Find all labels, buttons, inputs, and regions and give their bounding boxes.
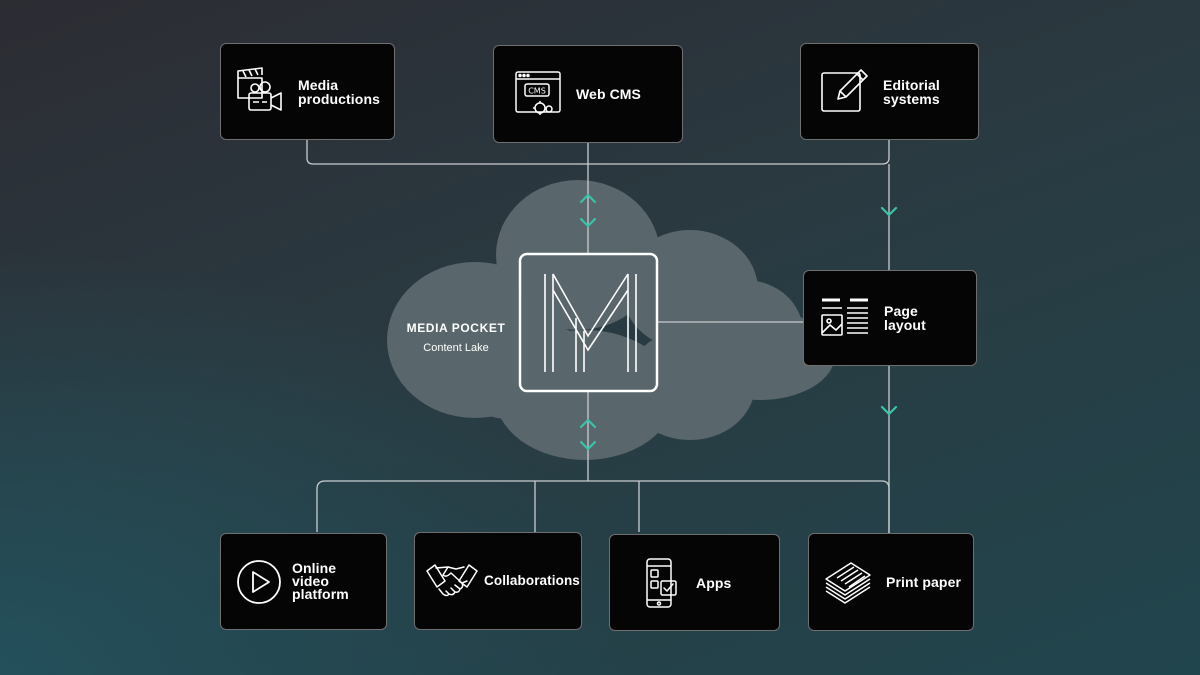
m-monogram-icon	[544, 273, 637, 372]
pencil-edit-icon	[818, 67, 868, 117]
arrow-down-bottom	[579, 440, 597, 451]
card-page-layout[interactable]: Page layout	[803, 270, 977, 366]
handshake-icon	[426, 559, 478, 603]
hub-subtitle: Content Lake	[423, 342, 489, 354]
card-online-video-platform-label: Online video platform	[292, 560, 349, 602]
card-media-productions[interactable]: Media productions	[220, 43, 395, 140]
card-editorial-systems[interactable]: Editorial systems	[800, 43, 979, 140]
arrow-down-editorial	[880, 206, 898, 217]
film-camera-icon	[235, 66, 287, 118]
card-web-cms-label: Web CMS	[576, 86, 641, 102]
connector-outputs-bus	[316, 480, 890, 533]
arrow-up-bottom	[579, 418, 597, 429]
hub-title: MEDIA POCKET	[406, 321, 506, 335]
connector-sources-bus	[306, 140, 890, 165]
card-page-layout-label: Page layout	[884, 303, 926, 333]
arrow-down-layout	[880, 405, 898, 416]
smartphone-icon	[644, 557, 678, 609]
arrow-up-top	[579, 193, 597, 204]
card-editorial-systems-label: Editorial systems	[883, 76, 940, 107]
card-media-productions-label: Media productions	[298, 76, 380, 107]
card-collaborations[interactable]: Collaborations	[414, 532, 582, 630]
play-circle-icon	[236, 559, 282, 605]
card-online-video-platform[interactable]: Online video platform	[220, 533, 387, 630]
paper-stack-icon	[823, 559, 873, 605]
page-layout-icon	[820, 293, 870, 343]
svg-text:CMS: CMS	[528, 87, 546, 96]
card-apps[interactable]: Apps	[609, 534, 780, 631]
flow-arrows	[579, 193, 898, 451]
connector-lines	[306, 140, 890, 533]
content-lake-cloud	[387, 180, 835, 460]
card-print-paper-label: Print paper	[886, 574, 962, 590]
media-pocket-logo	[518, 252, 659, 393]
card-apps-label: Apps	[696, 574, 732, 591]
arrow-down-top	[579, 217, 597, 228]
card-print-paper[interactable]: Print paper	[808, 533, 974, 631]
card-collaborations-label: Collaborations	[484, 573, 580, 588]
cms-window-icon: CMS	[512, 68, 564, 120]
card-web-cms[interactable]: CMS Web CMS	[493, 45, 683, 143]
